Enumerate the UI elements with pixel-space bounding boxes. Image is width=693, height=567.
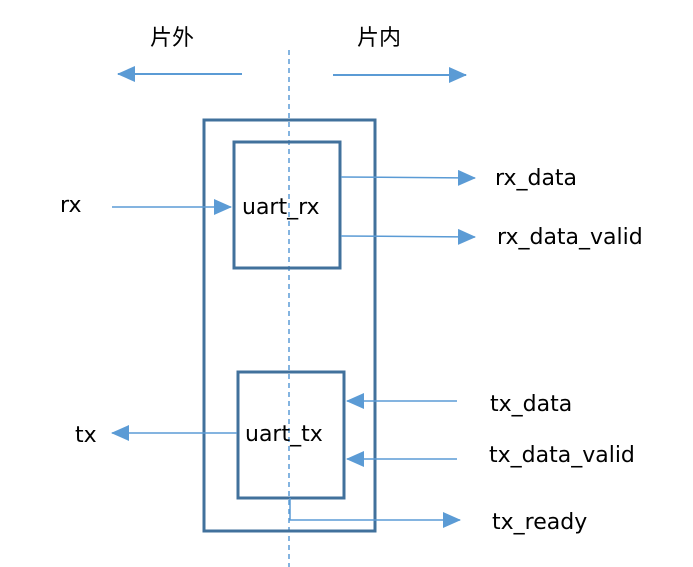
tx-ready-label: tx_ready <box>492 510 587 535</box>
uart-tx-block <box>236 370 346 500</box>
rx-data-valid-arrow <box>340 228 476 245</box>
uart-rx-label: uart_rx <box>242 195 320 220</box>
top-module-box <box>202 118 377 533</box>
tx-pin-label: tx <box>75 423 97 448</box>
rx-pin-label: rx <box>60 193 81 218</box>
rx-data-arrow <box>340 169 476 186</box>
off-chip-label: 片外 <box>150 26 194 51</box>
uart-tx-label: uart_tx <box>245 422 323 447</box>
tx-data-valid-label: tx_data_valid <box>489 443 635 468</box>
rx-data-label: rx_data <box>495 166 577 191</box>
on-chip-label: 片内 <box>357 26 401 51</box>
tx-ready-arrow <box>289 498 461 528</box>
rx-data-valid-label: rx_data_valid <box>497 225 643 250</box>
tx-data-label: tx_data <box>490 392 572 417</box>
uart-rx-block <box>232 140 342 270</box>
